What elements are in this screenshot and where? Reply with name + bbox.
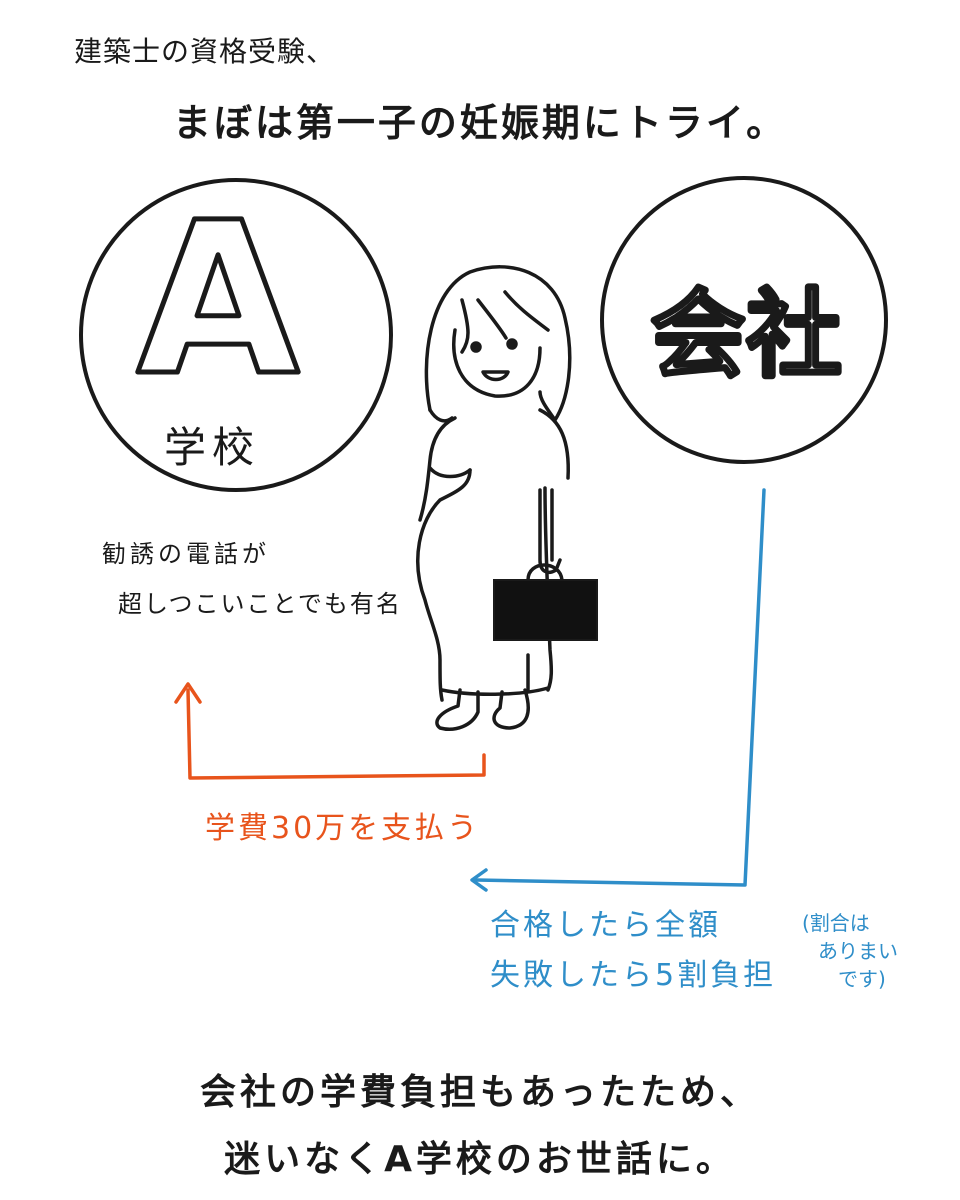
pregnant-woman-figure (416, 265, 572, 731)
company-label: 会社 (650, 279, 842, 391)
school-circle: A 学校 (79, 175, 393, 492)
handbag (493, 563, 598, 641)
company-terms-aside-line3: です) (838, 967, 886, 991)
footer-line2: 迷いなくA学校のお世話に。 (224, 1139, 736, 1180)
company-circle: 会社 (600, 176, 888, 464)
school-letter: A (137, 177, 300, 422)
company-terms-line2: 失敗したら5割負担 (490, 958, 776, 993)
company-terms-line1: 合格したら全額 (490, 908, 721, 943)
company-support-arrow (470, 488, 766, 892)
footer-line1: 会社の学費負担もあったため、 (199, 1072, 760, 1113)
school-fee-arrow (174, 682, 486, 780)
header-title: まぼは第一子の妊娠期にトライ。 (172, 101, 788, 145)
school-note-line2: 超しつこいことでも有名 (118, 590, 402, 618)
header-subtitle: 建築士の資格受験、 (74, 35, 336, 68)
company-terms-aside-line2: ありまい (818, 939, 898, 963)
school-fee-label: 学費30万を支払う (205, 811, 480, 846)
school-label: 学校 (164, 423, 260, 472)
company-terms-aside-line1: (割合は (802, 911, 870, 935)
school-note-line1: 勧誘の電話が (102, 540, 270, 568)
